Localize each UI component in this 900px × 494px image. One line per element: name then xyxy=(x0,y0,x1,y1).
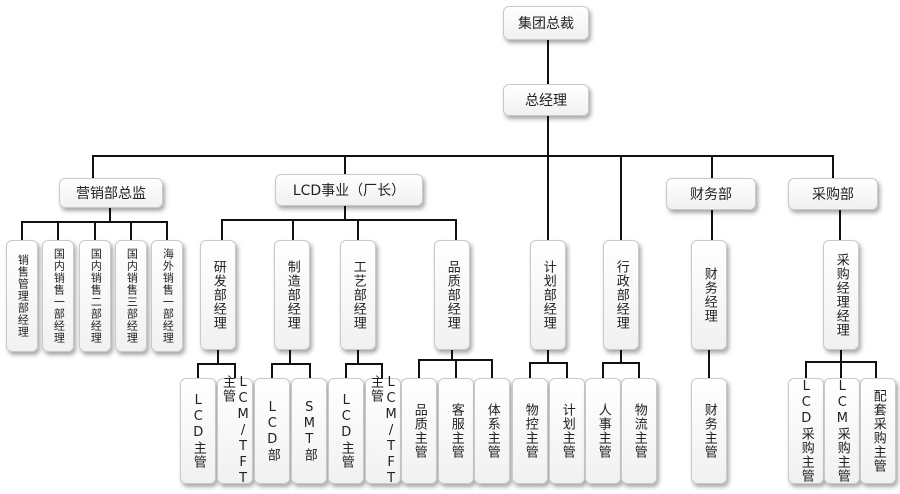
rnd-lead-label: LCM/TFT主管 xyxy=(220,375,251,487)
finance-lead-label: 财务主管 xyxy=(701,403,717,459)
qa-lead-box: 品质主管 xyxy=(401,378,437,484)
sales-unit-box: 销售管理部经理 xyxy=(6,240,38,352)
finance-lead-box: 财务主管 xyxy=(691,378,727,484)
qa-lead-box: 客服主管 xyxy=(438,378,474,484)
lcd-dept-box: 研发部经理 xyxy=(200,240,236,350)
admin-lead-box: 物流主管 xyxy=(621,378,657,484)
lcd-business-box: LCD事业（厂长） xyxy=(275,174,423,206)
purchasing-lead-label: 配套采购主管 xyxy=(870,389,886,473)
plan-lead-label: 物控主管 xyxy=(522,403,538,459)
process-lead-box: LCD主管 xyxy=(328,378,364,484)
admin-manager-label: 行政部经理 xyxy=(613,260,629,330)
sales-director-label: 营销部总监 xyxy=(76,186,146,202)
sales-unit-label: 国内销售二部经理 xyxy=(89,248,103,344)
rnd-lead-box: LCM/TFT主管 xyxy=(217,375,253,487)
lcd-dept-label: 研发部经理 xyxy=(210,260,226,330)
purchasing-lead-box: 配套采购主管 xyxy=(860,378,896,484)
sales-unit-label: 销售管理部经理 xyxy=(16,254,30,338)
purchasing-lead-label: LCD采购主管 xyxy=(798,379,814,483)
admin-lead-box: 人事主管 xyxy=(585,378,621,484)
group-president-label: 集团总裁 xyxy=(518,16,574,32)
qa-lead-label: 客服主管 xyxy=(448,403,464,459)
purchasing-dept-label: 采购部 xyxy=(812,187,854,203)
sales-unit-label: 国内销售一部经理 xyxy=(52,248,66,344)
sales-unit-box: 国内销售三部经理 xyxy=(115,240,147,352)
plan-lead-box: 计划主管 xyxy=(549,378,585,484)
sales-unit-box: 国内销售二部经理 xyxy=(79,240,111,352)
purchasing-lead-box: LCM采购主管 xyxy=(824,378,860,484)
mfg-lead-box: SMT部 xyxy=(291,378,327,484)
admin-lead-label: 物流主管 xyxy=(631,403,647,459)
admin-lead-label: 人事主管 xyxy=(595,403,611,459)
qa-lead-label: 品质主管 xyxy=(411,403,427,459)
mfg-lead-label: LCD部 xyxy=(264,400,280,462)
lcd-business-label: LCD事业（厂长） xyxy=(292,183,406,199)
lcd-dept-box: 品质部经理 xyxy=(434,240,470,350)
group-president-box: 集团总裁 xyxy=(503,6,589,40)
lcd-dept-label: 制造部经理 xyxy=(284,260,300,330)
rnd-lead-box: LCD主管 xyxy=(180,378,216,484)
finance-dept-label: 财务部 xyxy=(690,187,732,203)
finance-manager-label: 财务经理 xyxy=(701,267,717,323)
sales-director-box: 营销部总监 xyxy=(59,178,163,208)
general-manager-label: 总经理 xyxy=(525,93,567,109)
admin-manager-box: 行政部经理 xyxy=(603,240,639,350)
purchasing-manager-label: 采购经理经理 xyxy=(833,253,849,337)
plan-manager-box: 计划部经理 xyxy=(530,240,566,350)
general-manager-box: 总经理 xyxy=(503,84,589,116)
purchasing-lead-label: LCM采购主管 xyxy=(834,379,850,483)
mfg-lead-box: LCD部 xyxy=(254,378,290,484)
lcd-dept-box: 工艺部经理 xyxy=(340,240,376,350)
lcd-dept-label: 品质部经理 xyxy=(444,260,460,330)
process-lead-label: LCD主管 xyxy=(338,393,354,469)
sales-unit-box: 国内销售一部经理 xyxy=(42,240,74,352)
finance-dept-box: 财务部 xyxy=(666,178,756,210)
purchasing-manager-box: 采购经理经理 xyxy=(823,240,859,350)
process-lead-label: LCM/TFT主管 xyxy=(368,375,399,487)
qa-lead-box: 体系主管 xyxy=(474,378,510,484)
rnd-lead-label: LCD主管 xyxy=(190,393,206,469)
sales-unit-box: 海外销售一部经理 xyxy=(151,240,183,352)
plan-lead-box: 物控主管 xyxy=(512,378,548,484)
plan-manager-label: 计划部经理 xyxy=(540,260,556,330)
purchasing-lead-box: LCD采购主管 xyxy=(788,378,824,484)
process-lead-box: LCM/TFT主管 xyxy=(365,375,401,487)
sales-unit-label: 海外销售一部经理 xyxy=(161,248,175,344)
purchasing-dept-box: 采购部 xyxy=(788,178,878,210)
sales-unit-label: 国内销售三部经理 xyxy=(125,248,139,344)
lcd-dept-box: 制造部经理 xyxy=(274,240,310,350)
finance-manager-box: 财务经理 xyxy=(691,240,727,350)
lcd-dept-label: 工艺部经理 xyxy=(350,260,366,330)
mfg-lead-label: SMT部 xyxy=(301,400,317,462)
qa-lead-label: 体系主管 xyxy=(484,403,500,459)
plan-lead-label: 计划主管 xyxy=(559,403,575,459)
